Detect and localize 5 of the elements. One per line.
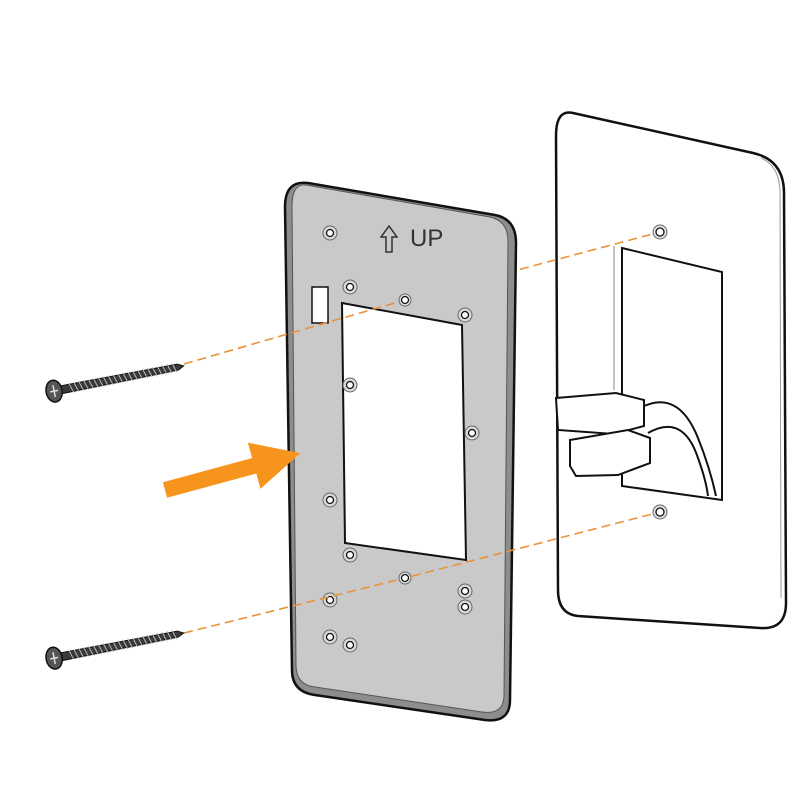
screw-hole [652, 224, 668, 240]
alignment-line [184, 578, 398, 634]
alignment-line [412, 513, 652, 578]
screw-hole [652, 504, 668, 520]
direction-arrow [162, 442, 300, 498]
